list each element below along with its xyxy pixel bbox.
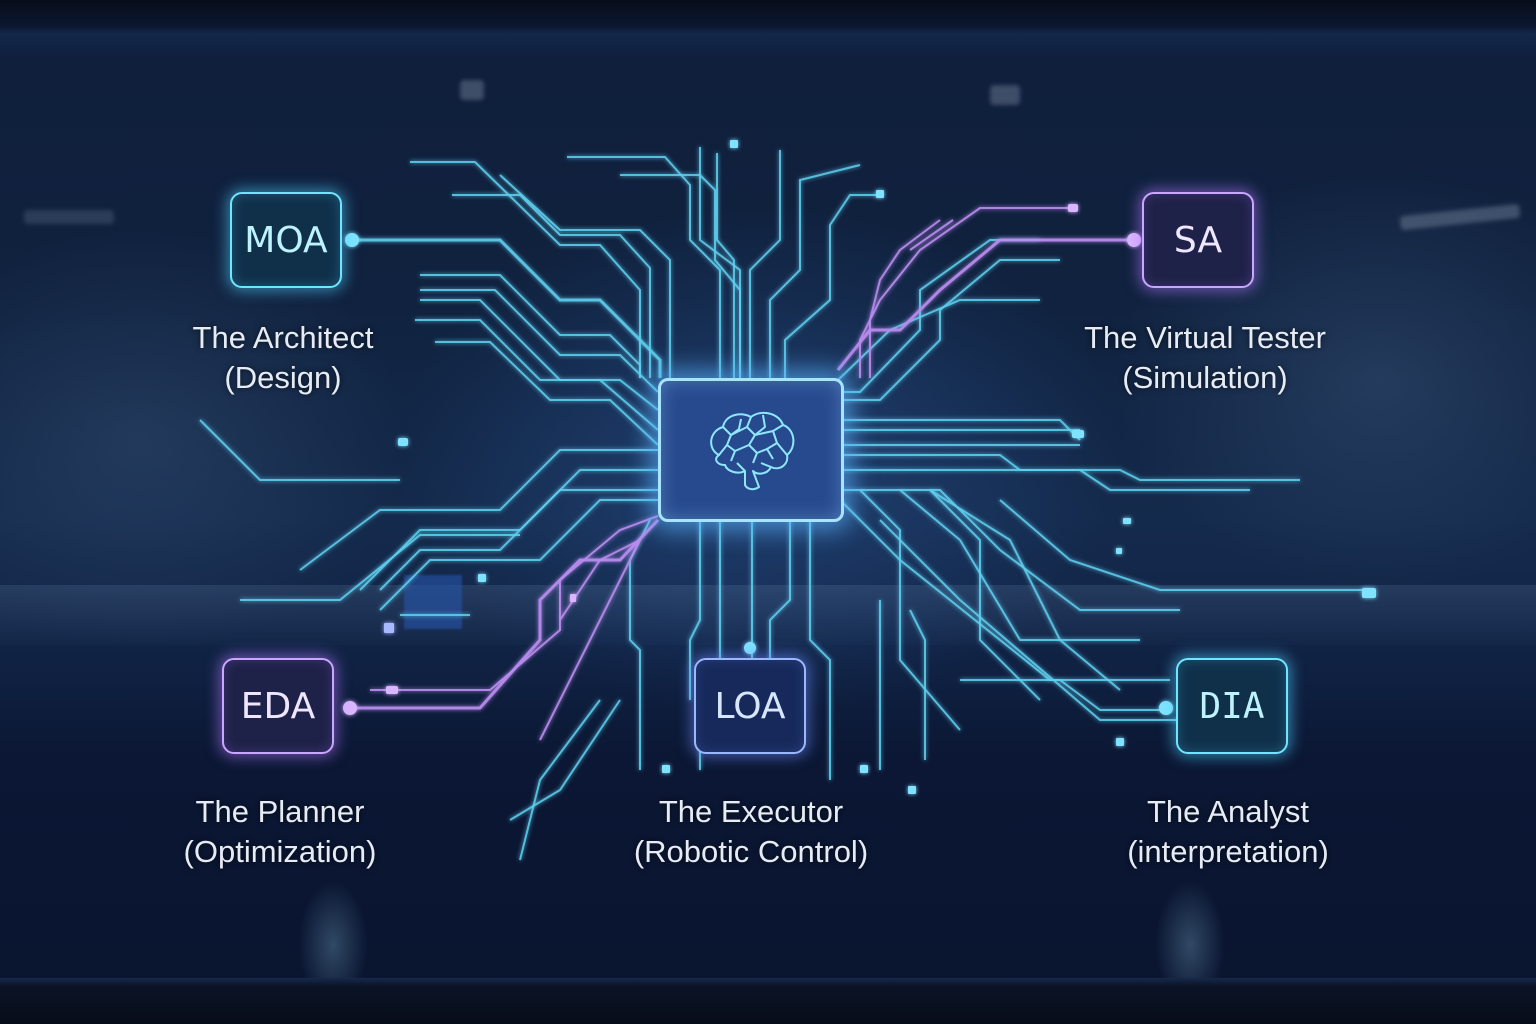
agent-label-sa: The Virtual Tester (Simulation): [1084, 318, 1326, 398]
eda-connector-pad: [343, 701, 357, 715]
agent-role: The Executor: [658, 794, 844, 829]
bottom-frame: [0, 978, 1536, 1024]
background-monitor: [404, 575, 462, 629]
central-ai-core-chip[interactable]: [658, 378, 844, 522]
loa-connector-pad: [744, 642, 756, 654]
agent-role: The Analyst: [1147, 794, 1309, 829]
agent-code: LOA: [714, 685, 786, 727]
agent-role: The Virtual Tester: [1084, 320, 1326, 355]
moa-connector-pad: [345, 233, 359, 247]
agent-node-moa[interactable]: MOA: [230, 192, 342, 288]
agent-function: (Optimization): [183, 834, 377, 869]
ceiling-light: [990, 85, 1020, 105]
agent-code: SA: [1173, 219, 1223, 261]
agent-label-eda: The Planner (Optimization): [184, 792, 377, 872]
agent-label-loa: The Executor (Robotic Control): [634, 792, 868, 872]
agent-role: The Planner: [195, 794, 365, 829]
sa-connector-pad: [1127, 233, 1141, 247]
agent-label-dia: The Analyst (interpretation): [1127, 792, 1329, 872]
agent-role: The Architect: [192, 320, 374, 355]
agent-code: EDA: [240, 685, 316, 727]
agent-function: (Simulation): [1122, 360, 1288, 395]
agent-node-loa[interactable]: LOA: [694, 658, 806, 754]
agent-function: (interpretation): [1127, 834, 1329, 869]
agent-label-moa: The Architect (Design): [193, 318, 374, 398]
agent-code: DIA: [1199, 685, 1265, 727]
agent-node-sa[interactable]: SA: [1142, 192, 1254, 288]
agent-function: (Robotic Control): [633, 834, 869, 869]
brain-icon: [710, 411, 795, 491]
agent-code: MOA: [244, 219, 328, 261]
ceiling-light: [24, 210, 114, 224]
dia-connector-pad: [1159, 701, 1173, 715]
agent-node-eda[interactable]: EDA: [222, 658, 334, 754]
agent-function: (Design): [224, 360, 342, 395]
lab-bench-shelf: [0, 585, 1536, 645]
agent-node-dia[interactable]: DIA: [1176, 658, 1288, 754]
ceiling-light: [460, 80, 484, 100]
